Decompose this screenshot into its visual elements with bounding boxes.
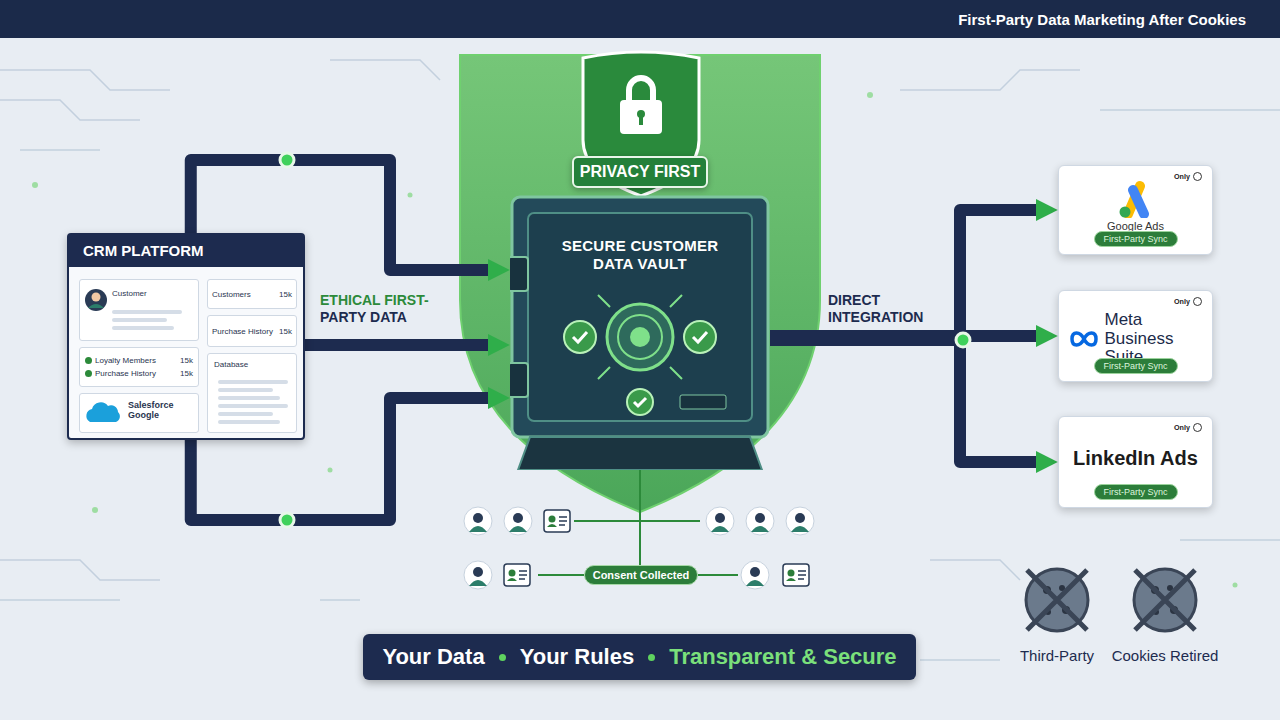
page-title: First-Party Data Marketing After Cookies [958, 11, 1246, 28]
flow-dot [280, 153, 294, 167]
edge-label: ETHICAL FIRST-PARTY DATA [320, 292, 470, 326]
vault-title: SECURE CUSTOMER DATA VAULT [540, 237, 740, 273]
meta-logo [1069, 329, 1099, 349]
edge-label: DIRECT INTEGRATION [828, 292, 946, 326]
badge-tag: Only [1174, 297, 1190, 306]
stats-card: Loyalty Members15kPurchase History15k [79, 347, 199, 387]
card-text: Salesforce Google [128, 400, 194, 420]
stat-value: 15k [279, 290, 292, 299]
history-card: Purchase History 15k [207, 315, 297, 347]
flow-connector [305, 339, 490, 351]
stat-value: 15k [279, 327, 292, 336]
sync-pill: First-Party Sync [1093, 358, 1177, 374]
customers-card: Customers 15k [207, 279, 297, 309]
card-text: Customer [112, 289, 194, 298]
tagline-text: Transparent & Secure [669, 644, 896, 670]
pill-text: Consent Collected [587, 569, 695, 581]
google-ads-logo [1114, 180, 1158, 218]
customer-card: Customer [79, 279, 199, 341]
card-text: Database [214, 360, 292, 369]
glow-dots [32, 92, 1238, 588]
flow-dot [280, 513, 294, 527]
badge-tag: Only [1174, 423, 1190, 432]
crm-panel: CRM PLATFORMCustomerLoyalty Members15kPu… [67, 233, 305, 440]
database-card: Database [207, 353, 297, 433]
flow-connector [770, 210, 1038, 340]
separator-dot [499, 654, 506, 661]
flow-dot [956, 333, 970, 347]
privacy-badge: PRIVACY FIRST [572, 156, 708, 188]
stat-value: 15k [180, 356, 193, 365]
card-text: Customers [212, 290, 251, 299]
panel-heading: CRM PLATFORM [69, 235, 303, 267]
flow-connector [639, 470, 641, 565]
tagline-band: Your Data Your Rules Transparent & Secure [363, 634, 916, 680]
meta-card: OnlyMeta Business SuiteFirst-Party Sync [1058, 290, 1213, 382]
retired-cookies [1026, 569, 1196, 631]
tagline-text: Your Data [382, 644, 484, 670]
sync-pill: First-Party Sync [1093, 484, 1177, 500]
consent-pill: Consent Collected [584, 565, 698, 585]
cookie-label: Cookies Retired [1103, 647, 1227, 664]
linkedin-card: OnlyLinkedIn AdsFirst-Party Sync [1058, 416, 1213, 508]
badge-text: PRIVACY FIRST [576, 163, 704, 181]
sync-pill: First-Party Sync [1093, 231, 1177, 247]
stat-label: Loyalty Members [85, 356, 176, 365]
cloud-icon [80, 394, 126, 434]
tagline-text: Your Rules [520, 644, 635, 670]
privacy-shield [460, 55, 820, 512]
stat-label: Purchase History [85, 369, 176, 378]
cookie-label: Third-Party [1010, 647, 1104, 664]
badge-tag: Only [1174, 172, 1190, 181]
card-text: Purchase History [212, 327, 273, 336]
source-card: Salesforce Google [79, 393, 199, 433]
flow-connector [770, 340, 1038, 462]
stat-value: 15k [180, 369, 193, 378]
data-vault: SECURE CUSTOMER DATA VAULT [510, 195, 770, 470]
top-bar [0, 0, 1280, 38]
separator-dot [648, 654, 655, 661]
vault-art [510, 195, 770, 470]
lock-icon [620, 78, 662, 134]
google-ads-card: OnlyGoogle AdsFirst-Party Sync [1058, 165, 1213, 255]
platform-name: LinkedIn Ads [1073, 447, 1198, 470]
